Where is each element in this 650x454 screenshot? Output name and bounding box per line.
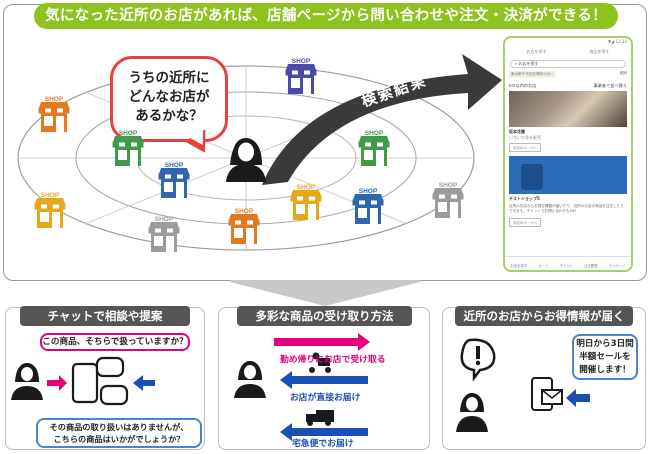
phone-status: ▼◢ 12:30 — [608, 39, 627, 44]
bubble-line-3: あるかな？ — [135, 108, 203, 124]
pink-right-arrow — [47, 375, 67, 391]
bubble-line-2: どんなお店が — [128, 89, 210, 105]
pickup-option-1: 勤め帰りにお店で受け取る — [280, 355, 386, 365]
shop-label: SHOP — [297, 184, 316, 191]
blue-left-arrow — [133, 375, 155, 391]
shop2-page-button[interactable]: お店のページへ — [509, 218, 541, 227]
shop2-desc: 近所のお店からお得な情報が届いたり、近所のお店の商品を注文したりできます。チャッ… — [509, 204, 624, 213]
shop-icon: SHOP — [38, 94, 70, 134]
search-result-arrow — [262, 54, 502, 185]
shop-icon: SHOP — [352, 186, 384, 226]
shop-icon: SHOP — [34, 190, 66, 230]
shop-label: SHOP — [41, 192, 60, 199]
customer2-person-icon — [234, 361, 266, 398]
pink-right-arrow — [274, 333, 370, 351]
shop-label: SHOP — [292, 58, 311, 65]
chat-question-bubble: この商品、そちらで扱っていますか？ — [40, 333, 190, 351]
deals-message-bubble: 明日から3日間 半額セールを 開催します！ — [572, 334, 638, 380]
shop2-name: テストショップ5 — [509, 196, 540, 201]
pickup-panel-title: 多彩な商品の受け取り方法 — [237, 306, 412, 326]
shop-label: SHOP — [119, 130, 138, 137]
shop1-page-button[interactable]: お店のページへ — [509, 143, 541, 152]
customer3-person-icon — [456, 393, 488, 432]
chat-answer-bubble: その商品の取り扱いはありませんが、 こちらの商品はいかがでしょうか？ — [36, 418, 202, 448]
shop-icon: SHOP — [290, 182, 322, 222]
phone-location: 東京都千代田区麹町の近く — [509, 71, 557, 78]
shop-label: SHOP — [165, 162, 184, 169]
shop-label: SHOP — [45, 96, 64, 103]
blue-left-arrow — [280, 423, 368, 441]
shop2-card[interactable]: テストショップ5 — [509, 196, 627, 202]
nav-mypage[interactable]: マイページ — [608, 264, 626, 268]
phone-app-mockup: ▼◢ 12:30 お店を探す 商品を探す ⌕ お店を探す 東京都千代田区麹町の近… — [503, 36, 633, 272]
deals-panel-title: 近所のお店からお得情報が届く — [455, 306, 633, 326]
blue-left-arrow — [566, 389, 590, 407]
nav-cart[interactable]: カート — [538, 264, 549, 268]
shop-icon: SHOP — [148, 214, 180, 254]
shop-icon: SHOP — [112, 128, 144, 168]
headline-banner: 気になった近所のお店があれば、店舗ページから問い合わせや注文・決済ができる！ — [34, 3, 618, 29]
shop-label: SHOP — [155, 216, 174, 223]
shop1-sub: いちいち花を販売 — [509, 135, 541, 140]
mail-phone-icon — [531, 377, 563, 411]
phone-tab-products[interactable]: 商品を探す — [589, 49, 610, 54]
chat-panel-title: チャットで相談や提案 — [20, 306, 190, 326]
nav-chat[interactable]: チャット — [559, 264, 573, 268]
delivery-scooter-icon — [309, 352, 331, 373]
pickup-diagram — [234, 333, 370, 441]
pickup-option-3: 宅急便でお届け — [292, 439, 354, 449]
shop-label: SHOP — [235, 208, 254, 215]
shop-icon: SHOP — [285, 56, 317, 96]
down-arrow-icon — [230, 280, 420, 306]
bubble-line-1: うちの近所に — [128, 70, 210, 86]
phone-bottom-nav: お店を探す カート チャット 注文履歴 マイページ — [505, 256, 631, 270]
shop-label: SHOP — [439, 182, 458, 189]
phone-search-input[interactable]: ⌕ お店を探す — [510, 60, 626, 68]
blue-left-arrow — [280, 371, 368, 389]
phone-range-select[interactable]: 範囲 — [619, 71, 627, 75]
question-bubble: うちの近所に どんなお店が あるかな？ — [110, 56, 228, 142]
shop-icon: SHOP — [228, 206, 260, 246]
user-person-icon — [226, 138, 266, 182]
phone-sort-link[interactable]: 事業者で並べ替え — [593, 83, 627, 88]
shop-icon: SHOP — [158, 160, 190, 200]
shop1-photo — [509, 91, 627, 127]
pickup-option-2: お店が直接お届け — [290, 393, 361, 403]
shop-label: SHOP — [359, 188, 378, 195]
shop2-photo — [509, 156, 627, 194]
phone-section-title: km以内のお店 — [509, 83, 537, 88]
nav-orders[interactable]: 注文履歴 — [584, 264, 598, 268]
shop1-name: 坂本花園 — [509, 129, 525, 134]
chat-diagram — [11, 356, 155, 406]
customer-person-icon — [11, 363, 43, 400]
smartphone-chat-icon — [71, 356, 129, 406]
delivery-truck-icon — [306, 410, 334, 426]
shop-label: SHOP — [365, 130, 384, 137]
nav-shops[interactable]: お店を探す — [510, 264, 528, 268]
deals-diagram — [456, 338, 590, 432]
alert-bubble-icon — [460, 338, 496, 382]
shop-icon: SHOP — [358, 128, 390, 168]
shop-icon: SHOP — [432, 180, 464, 220]
phone-tab-shops[interactable]: お店を探す — [526, 49, 547, 54]
shop1-card[interactable]: 坂本花園 いちいち花を販売 お店のページへ — [509, 129, 627, 152]
